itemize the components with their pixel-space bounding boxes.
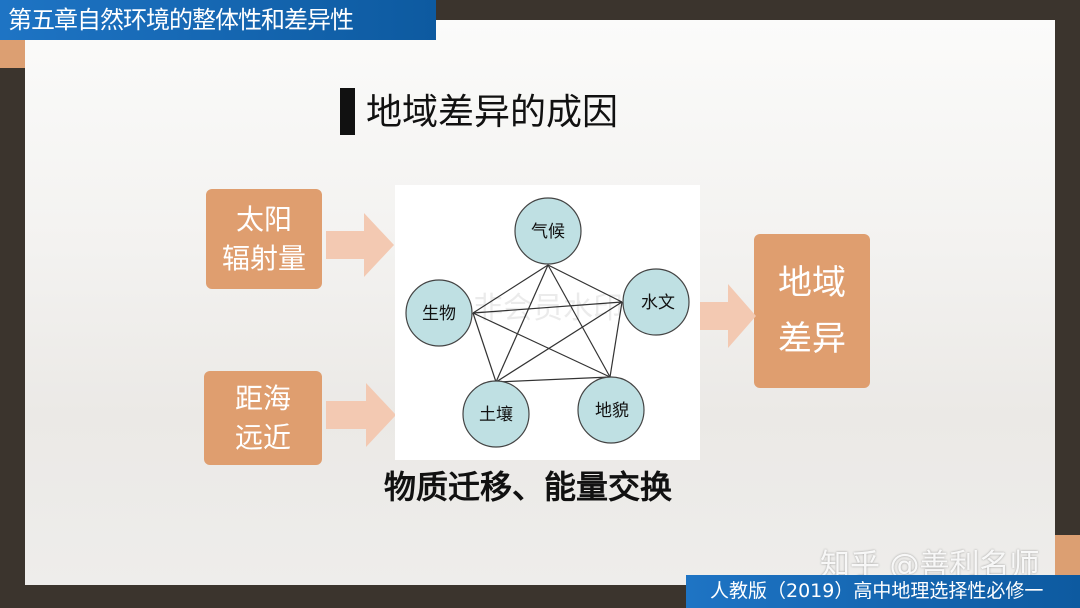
result-regional-difference: 地域 差异 — [754, 234, 870, 388]
edition-footer-bar: 人教版（2019）高中地理选择性必修一 — [686, 575, 1080, 608]
node-climate — [514, 197, 582, 265]
title-marker — [340, 88, 355, 135]
arrow-right-icon — [326, 383, 396, 447]
decor-strip — [0, 40, 25, 68]
slide-title: 地域差异的成因 — [366, 92, 619, 133]
node-hydrology — [622, 268, 690, 336]
node-landform — [577, 376, 645, 444]
node-label: 气候 — [531, 222, 565, 242]
arrow-right-icon — [700, 284, 756, 348]
arrow-right-icon — [326, 213, 394, 277]
node-biology — [405, 279, 473, 347]
diagram-watermark: 非会员水印 — [473, 291, 623, 326]
node-soil — [462, 380, 530, 448]
node-label: 水文 — [641, 293, 675, 313]
factor-distance-sea: 距海 远近 — [204, 371, 322, 465]
chapter-title-bar: 第五章自然环境的整体性和差异性 — [0, 0, 436, 40]
factor-pentagon-diagram: 非会员水印 气候 水文 地貌 土壤 生物 — [395, 185, 700, 460]
node-label: 地貌 — [595, 401, 629, 421]
node-label: 土壤 — [479, 404, 513, 425]
connection-lines — [472, 264, 623, 383]
factor-solar-radiation: 太阳 辐射量 — [206, 189, 322, 289]
slide-subtitle: 物质迁移、能量交换 — [384, 468, 673, 506]
node-label: 生物 — [422, 304, 456, 324]
